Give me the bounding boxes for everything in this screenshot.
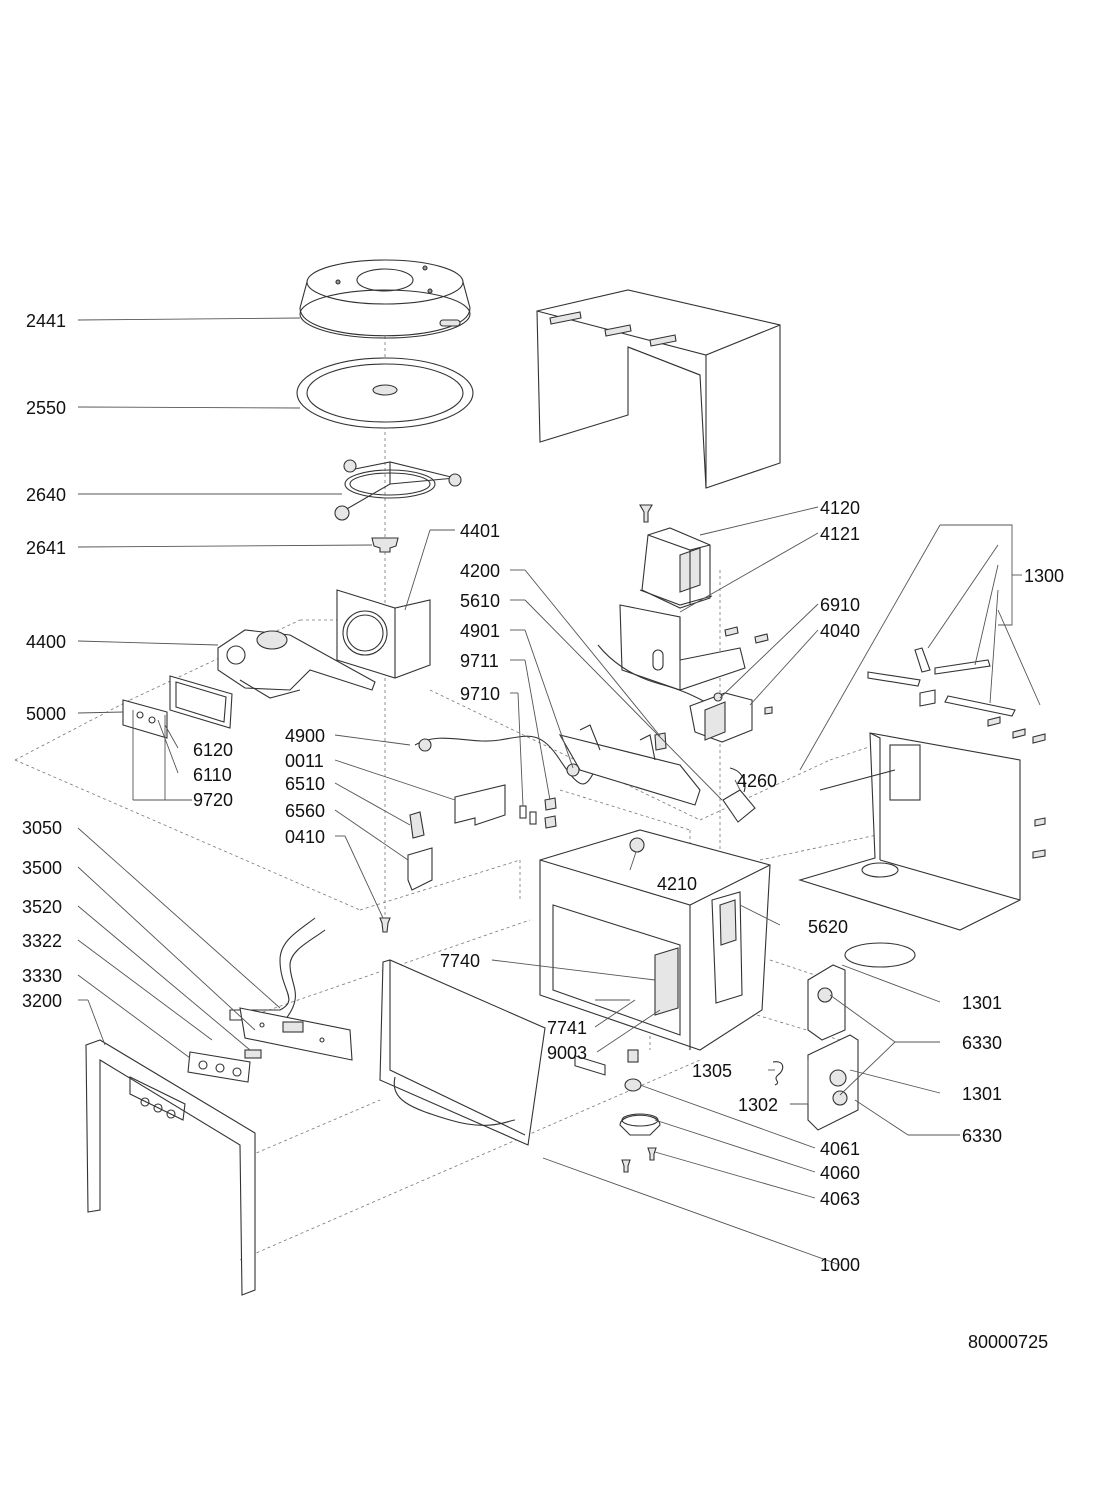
label-4121: 4121 <box>820 524 860 544</box>
label-2641: 2641 <box>26 538 66 558</box>
label-0011: 0011 <box>285 751 324 771</box>
part-4401-plate <box>336 589 431 679</box>
label-2550: 2550 <box>26 398 66 418</box>
label-5610: 5610 <box>460 591 500 611</box>
part-1301-hinge-lower <box>807 1034 859 1131</box>
part-0011-bracket <box>454 784 506 826</box>
part-gasket-ring <box>844 942 916 968</box>
part-4121-bracket <box>597 604 769 706</box>
label-4040: 4040 <box>820 621 860 641</box>
part-door <box>379 959 546 1146</box>
label-6330-upper: 6330 <box>962 1033 1002 1053</box>
label-1000: 1000 <box>820 1255 860 1275</box>
part-6510-switch <box>409 811 425 839</box>
label-4200: 4200 <box>460 561 500 581</box>
label-9711: 9711 <box>460 651 499 671</box>
label-9003: 9003 <box>547 1043 587 1063</box>
part-6120-board <box>169 675 233 729</box>
part-4260-sensor <box>722 767 756 823</box>
part-4900-wire <box>414 735 596 785</box>
part-5000-panel <box>122 699 168 739</box>
part-1300-side-panel <box>798 647 1046 931</box>
part-5610-relay <box>654 732 667 751</box>
label-7741: 7741 <box>547 1018 587 1038</box>
label-6110: 6110 <box>193 765 232 785</box>
label-3500: 3500 <box>22 858 62 878</box>
label-3200: 3200 <box>22 991 62 1011</box>
label-6510: 6510 <box>285 774 325 794</box>
label-4401: 4401 <box>460 521 500 541</box>
label-6560: 6560 <box>285 801 325 821</box>
leader-lines <box>77 317 1041 1266</box>
part-labels: 2441 2550 2640 2641 4400 5000 6120 6110 … <box>22 311 1064 1275</box>
label-3330: 3330 <box>22 966 62 986</box>
label-2441: 2441 <box>26 311 66 331</box>
label-1300: 1300 <box>1024 566 1064 586</box>
label-3322: 3322 <box>22 931 62 951</box>
part-0410-screw <box>379 917 391 933</box>
label-9710: 9710 <box>460 684 500 704</box>
label-1302: 1302 <box>738 1095 778 1115</box>
label-4060: 4060 <box>820 1163 860 1183</box>
part-2550-turntable-plate <box>296 357 474 429</box>
label-1301-upper: 1301 <box>962 993 1002 1013</box>
part-4061-coupler <box>624 1049 642 1092</box>
label-3050: 3050 <box>22 818 62 838</box>
part-4901-bracket <box>558 724 701 806</box>
label-7740: 7740 <box>440 951 480 971</box>
part-2640-roller-ring <box>334 459 462 521</box>
label-6330-lower: 6330 <box>962 1126 1002 1146</box>
label-4260: 4260 <box>737 771 777 791</box>
part-2441-dish-cover <box>299 259 471 339</box>
part-cavity-frame <box>539 829 771 1076</box>
label-4210: 4210 <box>657 874 697 894</box>
part-1305-spring <box>772 1061 784 1086</box>
label-4061: 4061 <box>820 1139 860 1159</box>
part-9710-9711-switches <box>519 797 557 829</box>
part-3200-front-frame <box>85 1039 256 1296</box>
label-4400: 4400 <box>26 632 66 652</box>
document-id: 80000725 <box>968 1332 1049 1352</box>
label-4901: 4901 <box>460 621 500 641</box>
part-3050-ribbon-cable <box>229 917 326 1021</box>
label-6910: 6910 <box>820 595 860 615</box>
label-3520: 3520 <box>22 897 62 917</box>
label-6120: 6120 <box>193 740 233 760</box>
label-1301-lower: 1301 <box>962 1084 1002 1104</box>
part-4060-turntable-motor <box>619 1113 661 1136</box>
part-6560-bracket <box>407 847 433 891</box>
part-top-cover <box>536 289 781 489</box>
label-5000: 5000 <box>26 704 66 724</box>
part-2641-coupler <box>371 537 399 553</box>
label-0410: 0410 <box>285 827 325 847</box>
label-1305: 1305 <box>692 1061 732 1081</box>
part-3500-control-board <box>239 1007 353 1061</box>
label-4063: 4063 <box>820 1189 860 1209</box>
part-1301-hinge-upper <box>807 964 846 1041</box>
label-5620: 5620 <box>808 917 848 937</box>
label-2640: 2640 <box>26 485 66 505</box>
label-4120: 4120 <box>820 498 860 518</box>
part-4400-motor-assembly <box>217 629 376 699</box>
part-3330-button-set <box>187 1049 262 1083</box>
label-9720: 9720 <box>193 790 233 810</box>
part-4063-screws <box>621 1147 657 1173</box>
part-4120-transformer <box>639 504 713 609</box>
label-4900: 4900 <box>285 726 325 746</box>
